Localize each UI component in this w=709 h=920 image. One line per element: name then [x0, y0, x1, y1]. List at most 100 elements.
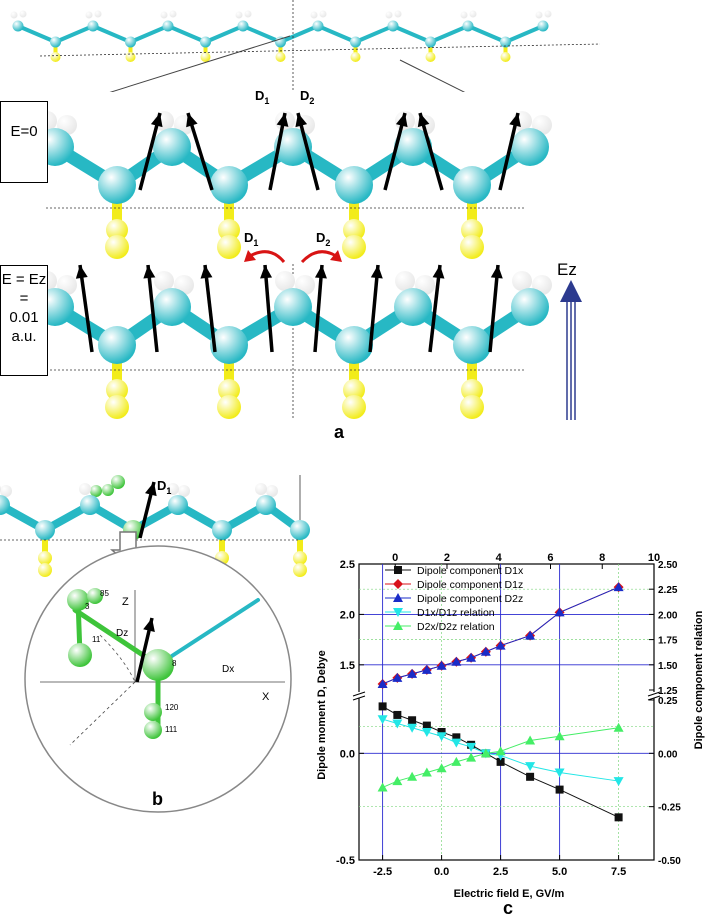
y-tick-label: 2.5: [340, 559, 355, 571]
panel-c-letter: c: [503, 898, 514, 918]
x-top-tick-label: 2: [444, 552, 450, 564]
dipole-arrow-head: [276, 113, 289, 127]
data-point: [480, 646, 491, 656]
sulfur-atom: [106, 379, 128, 401]
atom-111: [144, 721, 162, 739]
data-point: [554, 607, 565, 617]
legend-label: D1x/D1z relation: [417, 607, 495, 619]
axis-z-label: Z: [122, 596, 129, 608]
dipole-arrow-head: [143, 265, 156, 279]
carbon-atom: [275, 36, 286, 48]
ez-field-arrow: [560, 280, 582, 420]
bond: [91, 24, 133, 44]
carbon-atom: [462, 20, 474, 32]
y-right-tick-label: 1.50: [658, 661, 678, 672]
hydrogen-atom: [10, 11, 18, 19]
y-tick-label: 0.0: [340, 748, 355, 760]
carbon-atom: [162, 20, 174, 32]
label-d1-b: D1: [157, 478, 171, 496]
plot-frame: [358, 563, 655, 861]
data-point: [421, 767, 432, 777]
axis-break-left: [353, 692, 365, 698]
carbon-atom: [274, 288, 312, 326]
x-tick-label: 5.0: [552, 866, 567, 878]
data-point: [452, 733, 461, 742]
y-right-tick-label: 2.00: [658, 610, 678, 621]
sulfur-atom: [38, 563, 52, 577]
y-right-tick-label: 0.00: [658, 749, 678, 760]
sulfur-atom: [50, 52, 61, 62]
bond: [278, 24, 320, 44]
ez-label: Ez: [557, 260, 577, 279]
data-point: [437, 728, 446, 736]
data-point: [451, 656, 462, 666]
sulfur-atom: [125, 52, 136, 62]
field-box-e0-text: E=0: [10, 123, 38, 140]
field-box-ez: E = Ez = 0.01 a.u.: [0, 265, 48, 376]
atom-label: 11: [92, 635, 101, 644]
atom-120: [144, 703, 162, 721]
carbon-atom: [500, 36, 511, 48]
legend-marker: [393, 621, 403, 630]
dipole-arrow: [383, 112, 407, 191]
data-point: [421, 728, 432, 737]
axis-break-mark: [647, 691, 661, 701]
dipole-arrow: [428, 264, 442, 353]
data-point: [408, 716, 417, 725]
hydrogen-atom: [255, 483, 267, 495]
axis-break-right: [648, 692, 660, 698]
data-point: [614, 813, 623, 822]
carbon-atom: [256, 495, 276, 515]
data-point: [525, 762, 536, 772]
sulfur-atom: [293, 563, 307, 577]
carbon-atom: [210, 326, 248, 364]
sulfur-atom: [293, 551, 307, 565]
atom-3: [67, 589, 89, 611]
sulfur-atom: [105, 235, 129, 259]
dipole-arrow: [418, 112, 444, 191]
carbon-atom: [87, 20, 99, 32]
data-point: [407, 771, 418, 781]
data-point: [436, 660, 447, 670]
sulfur-atom: [218, 219, 240, 241]
carbon-atom: [394, 288, 432, 326]
bond: [428, 24, 470, 44]
carbon-atom: [98, 326, 136, 364]
x-top-tick-label: 6: [547, 552, 553, 564]
field-box-ez-line1: E = Ez: [1, 271, 47, 288]
carbon-atom: [312, 20, 324, 32]
data-point: [466, 742, 477, 752]
dipole-arrow: [368, 264, 380, 353]
y-right-tick-label: -0.50: [658, 856, 681, 867]
dipole-arrow-head: [417, 113, 430, 128]
dipole-arrow: [263, 264, 274, 353]
top-polymer-chain: [10, 10, 552, 62]
carbon-atom: [153, 128, 191, 166]
bond: [16, 24, 58, 44]
bond: [391, 24, 433, 44]
sulfur-atom: [217, 235, 241, 259]
data-point: [526, 772, 535, 781]
dipole-arrow-head: [200, 265, 213, 279]
rotation-arrow-left: [249, 250, 286, 263]
data-point: [451, 756, 462, 766]
carbon-atom: [12, 20, 24, 32]
dipole-arrow: [138, 112, 162, 191]
x-top-tick-label: 0: [392, 552, 398, 564]
dipole-arrow-b-head: [145, 482, 157, 497]
x-tick-label: -2.5: [373, 866, 392, 878]
field-box-ez-line2: =: [19, 290, 29, 307]
dipole-arrow-head: [295, 113, 308, 128]
data-point: [436, 763, 447, 773]
field-box-ez-line4: a.u.: [11, 328, 37, 345]
dipole-arrow-head: [260, 265, 273, 279]
dx-label: Dx: [222, 664, 234, 675]
data-point: [392, 776, 403, 786]
highlight-atom: [111, 475, 125, 489]
dipole-arrow-head: [395, 113, 408, 128]
carbon-atom: [98, 166, 136, 204]
legend-marker: [393, 579, 403, 589]
